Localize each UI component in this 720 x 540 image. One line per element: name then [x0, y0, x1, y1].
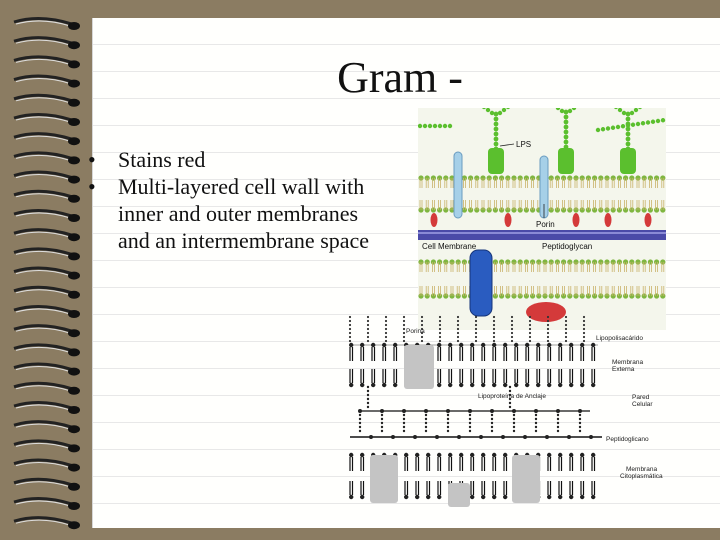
porin-shape — [453, 151, 463, 219]
spiral-coil — [13, 55, 80, 69]
spiral-coil — [13, 381, 80, 395]
label-lipoproteina: Lipoproteína de Anclaje — [478, 393, 546, 400]
spiral-coil — [13, 477, 80, 491]
label-porina: Porina — [406, 328, 425, 335]
spiral-coil — [13, 420, 80, 434]
spiral-coil — [13, 362, 80, 376]
spiral-coil — [13, 343, 80, 357]
cell-wall-schematic-diagram: Porina Lipopolisacárido Membrana Externa… — [348, 315, 663, 507]
spiral-binding — [13, 17, 80, 530]
periplasmic-protein — [526, 302, 566, 322]
spiral-coil — [13, 189, 80, 203]
spiral-coil — [13, 74, 80, 88]
membrane-protein-block — [370, 455, 398, 503]
spiral-coil — [13, 113, 80, 126]
label-membrana-citoplasmatica-2: Citoplasmática — [620, 473, 663, 480]
peptidoglycan-layer — [418, 230, 666, 240]
lipoproteins — [430, 213, 652, 227]
gram-negative-envelope-diagram: LPS Porin Cell Membrane Peptidoglycan — [418, 108, 666, 330]
spiral-coil — [13, 228, 80, 242]
membrane-protein-block — [512, 455, 540, 503]
label-membrana-citoplasmatica-1: Membrana — [626, 466, 657, 473]
spiral-coil — [13, 305, 80, 318]
spiral-coil — [13, 324, 80, 338]
bullet-list: Stains red Multi-layered cell wall with … — [88, 146, 388, 254]
label-lipopolisacarido: Lipopolisacárido — [596, 335, 643, 342]
label-lps: LPS — [516, 140, 531, 149]
label-peptidoglicano: Peptidoglicano — [606, 436, 649, 443]
label-porin: Porin — [536, 220, 555, 229]
spiral-coil — [13, 516, 80, 530]
spiral-coil — [13, 93, 80, 107]
label-pared-celular-2: Celular — [632, 401, 653, 408]
label-pared-celular-1: Pared — [632, 394, 650, 401]
spiral-coil — [13, 458, 80, 472]
spiral-coil — [13, 439, 80, 453]
spiral-coil — [13, 151, 80, 165]
spiral-coil — [13, 17, 80, 30]
bullet-item: Multi-layered cell wall with inner and o… — [88, 173, 388, 254]
spiral-coil — [13, 401, 80, 414]
spiral-coil — [13, 209, 80, 222]
spiral-coil — [13, 247, 80, 261]
membrane-protein-block — [448, 483, 470, 507]
porina-block — [404, 345, 434, 389]
label-membrana-externa-2: Externa — [612, 366, 635, 373]
lps-blob — [488, 148, 504, 174]
lps-blob — [620, 148, 636, 174]
spiral-coil — [13, 285, 80, 299]
membrane-protein — [469, 249, 493, 317]
label-membrana-externa-1: Membrana — [612, 359, 643, 366]
spiral-coil — [13, 132, 80, 146]
spiral-coil — [13, 497, 80, 510]
spiral-coil — [13, 170, 80, 184]
lps-blob — [558, 148, 574, 174]
label-cell-membrane: Cell Membrane — [422, 242, 477, 251]
spiral-coil — [13, 266, 80, 280]
lps-chains — [418, 108, 666, 152]
label-peptidoglycan: Peptidoglycan — [542, 242, 592, 251]
bullet-item: Stains red — [88, 146, 388, 173]
slide-title: Gram - — [337, 53, 463, 102]
spiral-coil — [13, 36, 80, 50]
